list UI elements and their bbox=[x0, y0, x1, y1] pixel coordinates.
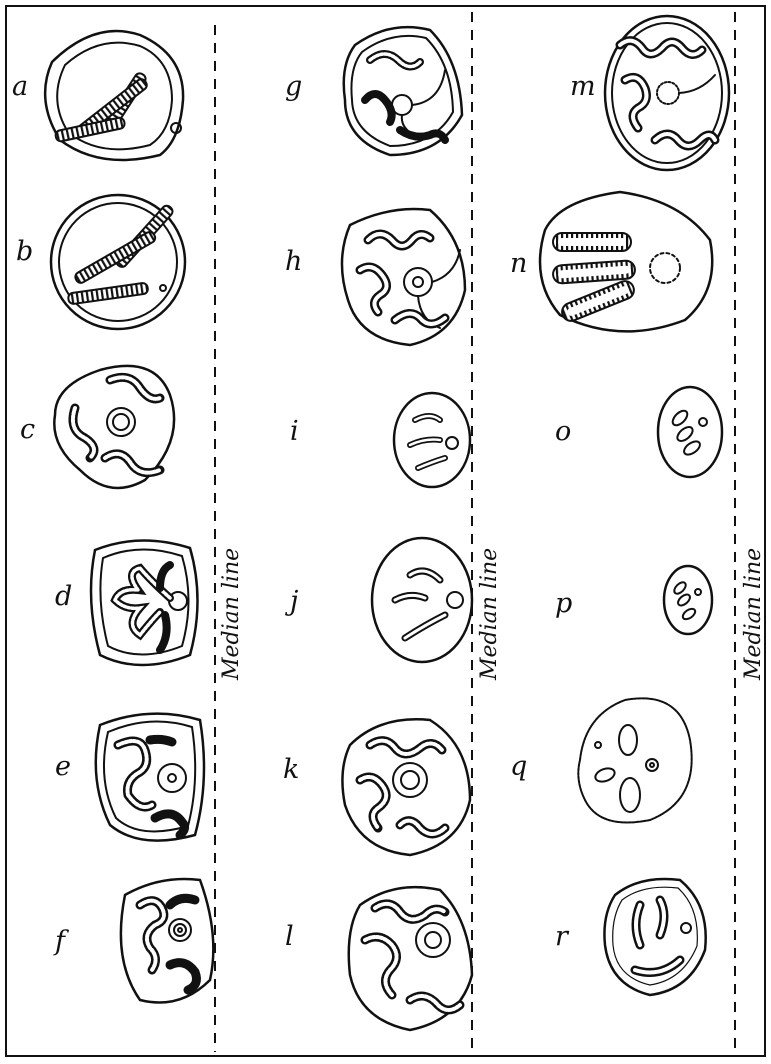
cell-h bbox=[342, 209, 465, 345]
cell-j bbox=[372, 538, 472, 662]
cell-m bbox=[605, 16, 729, 170]
label-q: q bbox=[510, 751, 527, 782]
cell-c bbox=[54, 366, 174, 488]
label-r: r bbox=[555, 921, 570, 952]
chromosome bbox=[681, 607, 697, 622]
chromosome bbox=[74, 230, 157, 285]
chromosome bbox=[682, 439, 702, 458]
label-m: m bbox=[570, 71, 596, 102]
label-b: b bbox=[16, 236, 33, 267]
label-i: i bbox=[290, 416, 299, 447]
chromosome bbox=[160, 565, 170, 588]
chromosome bbox=[619, 725, 637, 755]
chromosome bbox=[400, 130, 445, 140]
label-o: o bbox=[555, 416, 571, 447]
label-n: n bbox=[510, 248, 527, 279]
cell-l bbox=[349, 887, 472, 1030]
cell-q bbox=[578, 698, 691, 822]
chromosome bbox=[672, 580, 688, 596]
cell-b bbox=[51, 195, 185, 329]
label-c: c bbox=[20, 414, 35, 445]
chromosome bbox=[140, 901, 164, 970]
chromosome bbox=[160, 615, 167, 650]
median-label-3: Median line bbox=[741, 548, 766, 681]
label-j: j bbox=[285, 586, 298, 617]
chromosome bbox=[365, 94, 392, 122]
chromosome bbox=[170, 963, 196, 990]
chromosome bbox=[676, 592, 692, 607]
chromosome bbox=[170, 898, 195, 905]
median-label-1: Median line bbox=[219, 548, 244, 681]
chromosome bbox=[150, 739, 172, 742]
plate-border bbox=[6, 6, 765, 1056]
cell-d bbox=[91, 540, 198, 665]
cell-o bbox=[658, 387, 722, 477]
cell-f bbox=[121, 879, 213, 1003]
chromosome bbox=[675, 424, 695, 443]
cell-p bbox=[664, 566, 712, 634]
label-l: l bbox=[285, 921, 294, 952]
label-a: a bbox=[12, 71, 28, 102]
chromosome bbox=[68, 282, 149, 304]
label-g: g bbox=[285, 71, 302, 102]
cell-a bbox=[45, 31, 183, 160]
label-p: p bbox=[555, 588, 572, 619]
label-d: d bbox=[55, 581, 72, 612]
label-h: h bbox=[285, 246, 302, 277]
chromosome bbox=[670, 408, 690, 428]
cell-r bbox=[604, 879, 705, 995]
cell-k bbox=[342, 719, 470, 855]
cell-i bbox=[394, 393, 470, 487]
chromosome bbox=[620, 778, 640, 812]
cell-g bbox=[344, 27, 462, 155]
median-label-2: Median line bbox=[477, 548, 502, 681]
chromosome bbox=[594, 766, 617, 784]
cell-e bbox=[96, 714, 204, 841]
label-e: e bbox=[55, 751, 71, 782]
label-k: k bbox=[283, 754, 299, 785]
label-f: f bbox=[53, 926, 69, 957]
cell-n bbox=[540, 192, 712, 331]
